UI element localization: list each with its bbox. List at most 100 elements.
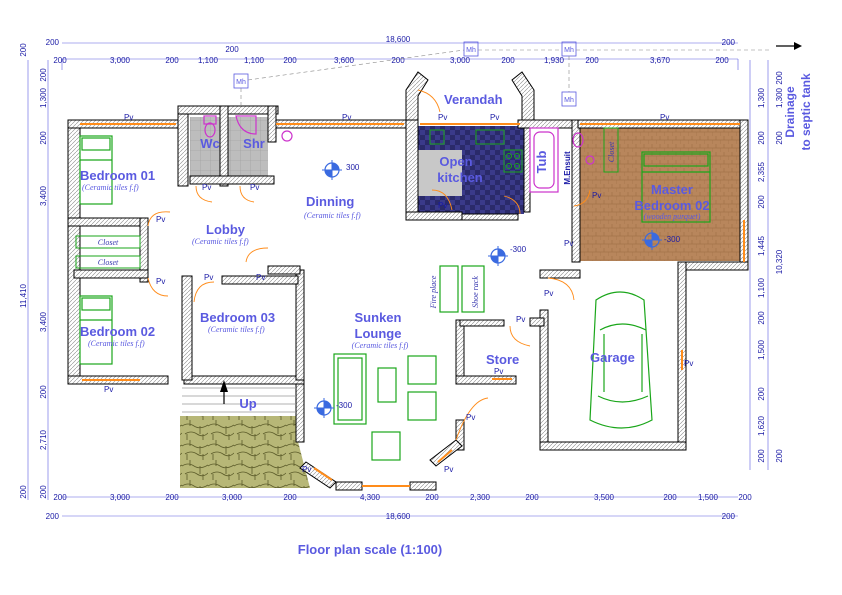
level-marker-lounge (314, 398, 334, 418)
dim-left-cell: 200 (39, 68, 48, 82)
pv-label: Pv (544, 289, 553, 298)
dim-bottom-right-200: 200 (722, 512, 736, 521)
pv-label: Pv (444, 465, 453, 474)
dimensions-left (27, 60, 49, 500)
plan-title: Floor plan scale (1:100) (297, 542, 443, 557)
dim-top-cell: 3,600 (334, 56, 355, 65)
fireplace-label: Fire place (429, 275, 438, 309)
pv-label: Pv (256, 273, 265, 282)
dim-top-cell: 1,930 (544, 56, 565, 65)
dim-top-row: 200 3,000 200 1,100 1,100 200 3,600 200 … (53, 56, 729, 65)
dimensions-right (749, 60, 769, 470)
drainage-label: Drainage to septic tank (772, 40, 820, 151)
room-label-dinning: Dinning (306, 194, 354, 209)
dim-left-cell: 200 (39, 385, 48, 399)
dim-bottom-left-200: 200 (46, 512, 60, 521)
dim-bottom-cell: 4,300 (360, 493, 381, 502)
dim-left-cell: 200 (39, 131, 48, 145)
pv-label: Pv (104, 385, 113, 394)
pv-label: Pv (302, 465, 311, 474)
dim-top-cell: 3,000 (110, 56, 131, 65)
stairs (182, 387, 296, 413)
dim-right-cell: 200 (775, 449, 784, 463)
dim-top-right-200: 200 (722, 38, 736, 47)
dim-top-cell: 200 (165, 56, 179, 65)
bed-bedroom02 (79, 295, 113, 365)
level-text-center: -300 (510, 245, 527, 254)
manhole-label: Mh (466, 47, 476, 54)
finish-lobby: (Ceramic tiles f.f) (192, 237, 249, 246)
level-text-dinning: 300 (346, 163, 360, 172)
pv-label: Pv (202, 183, 211, 192)
dim-right-cell: 1,500 (757, 339, 766, 360)
dim-left-row: 200 200 1,300 200 3,400 11,410 3,400 200… (19, 43, 48, 499)
finish-dinning: (Ceramic tiles f.f) (304, 211, 361, 220)
finish-master: (wooden purquet) (644, 212, 701, 221)
dim-top-cell: 200 (283, 56, 297, 65)
dim-bottom-cell: 3,000 (222, 493, 243, 502)
closet-label-master: Closet (607, 141, 616, 162)
finish-sunken: (Ceramic tiles f.f) (352, 341, 409, 350)
drainage-line-1: Drainage (783, 86, 797, 138)
room-label-lobby: Lobby (206, 222, 246, 237)
dim-top-200: 200 (225, 45, 239, 54)
dim-right-cell: 2,355 (757, 161, 766, 182)
dim-right-cell: 1,300 (775, 87, 784, 108)
room-label-kitchen-2: kitchen (437, 170, 483, 185)
pv-label: Pv (156, 277, 165, 286)
lounge-furniture (333, 265, 485, 461)
room-label-store: Store (486, 352, 519, 367)
dim-bottom-row: 200 3,000 200 3,000 200 4,300 200 2,300 … (53, 493, 752, 502)
dim-right-cell: 1,620 (757, 415, 766, 436)
dim-bottom-cell: 200 (663, 493, 677, 502)
dim-top-cell: 1,100 (198, 56, 219, 65)
drainage-line-2: to septic tank (799, 73, 813, 150)
dim-right-cell: 200 (775, 131, 784, 145)
stone-paving (180, 416, 296, 488)
dim-top-total: 18,600 (386, 35, 411, 44)
drainage-arrow-icon (794, 42, 802, 50)
dim-bottom-cell: 2,300 (470, 493, 491, 502)
dim-right-cell: 1,445 (757, 235, 766, 256)
dim-left-cell: 3,400 (39, 311, 48, 332)
stone-corner (296, 434, 310, 488)
windows (80, 123, 745, 487)
shower-floor (228, 117, 268, 179)
dim-right-cell: 200 (757, 311, 766, 325)
room-label-kitchen-1: Open (439, 154, 472, 169)
pv-labels: Pv Pv Pv Pv Pv Pv Pv Pv Pv Pv Pv Pv Pv P… (104, 113, 693, 474)
dim-left-cell: 200 (19, 43, 28, 57)
finish-bedroom03: (Ceramic tiles f.f) (208, 325, 265, 334)
dim-bottom-cell: 200 (165, 493, 179, 502)
dim-right-cell: 1,100 (757, 277, 766, 298)
pv-label: Pv (494, 367, 503, 376)
manhole-label: Mh (236, 79, 246, 86)
dim-bottom-cell: 200 (283, 493, 297, 502)
bed-master (641, 151, 711, 223)
dim-left-cell: 200 (39, 485, 48, 499)
pv-label: Pv (250, 183, 259, 192)
room-label-master-2: Bedroom 02 (634, 198, 709, 213)
dim-top-cell: 3,000 (450, 56, 471, 65)
finish-bedroom02: (Ceramic tiles f.f) (88, 339, 145, 348)
dim-right-row: 200 1,300 1,300 200 200 2,355 200 1,445 … (757, 71, 784, 463)
level-marker-master (642, 230, 662, 250)
level-text-lounge: -300 (336, 401, 353, 410)
pv-label: Pv (660, 113, 669, 122)
pv-label: Pv (342, 113, 351, 122)
pv-label: Pv (438, 201, 447, 210)
room-label-shr: Shr (243, 136, 265, 151)
room-label-bedroom01: Bedroom 01 (80, 168, 155, 183)
room-label-master-1: Master (651, 182, 693, 197)
dim-right-cell: 200 (775, 71, 784, 85)
closets (75, 127, 619, 269)
finish-bedroom01: (Ceramic tiles f.f) (82, 183, 139, 192)
dim-bottom-cell: 1,500 (698, 493, 719, 502)
dim-bottom-cell: 3,500 (594, 493, 615, 502)
door-swings (147, 89, 591, 441)
room-label-garage: Garage (590, 350, 635, 365)
room-label-mensuit: M.Ensuit (563, 151, 572, 185)
kitchen-counter-area (418, 150, 462, 196)
room-label-sunken-1: Sunken (355, 310, 402, 325)
